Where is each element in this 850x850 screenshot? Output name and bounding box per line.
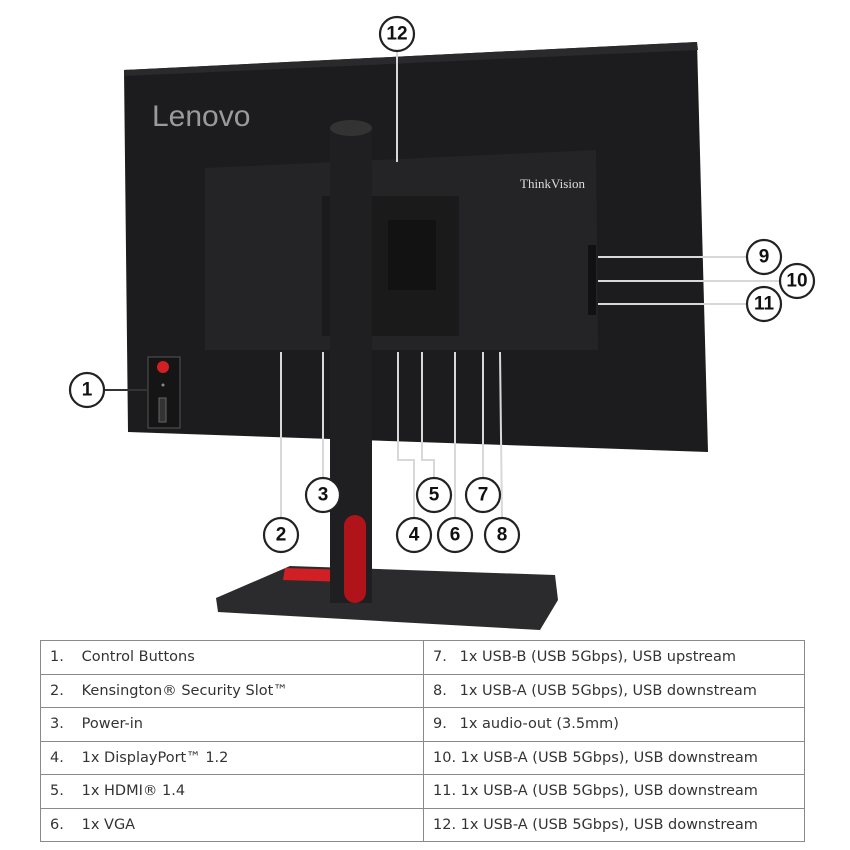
legend-number: 1.	[50, 649, 64, 666]
legend-number: 11.	[433, 783, 457, 800]
legend-number: 5.	[50, 783, 64, 800]
legend-text: Kensington® Security Slot™	[81, 682, 288, 699]
svg-text:9: 9	[759, 247, 770, 268]
svg-text:3: 3	[318, 485, 329, 506]
callout-6: 6	[436, 516, 474, 554]
callout-8: 8	[483, 516, 521, 554]
legend-number: 4.	[50, 749, 64, 766]
legend-number: 9.	[433, 716, 447, 733]
legend-number: 2.	[50, 682, 64, 699]
svg-text:12: 12	[386, 24, 407, 45]
svg-text:11: 11	[754, 294, 775, 315]
legend-number: 6.	[50, 816, 64, 833]
callout-7: 7	[464, 476, 502, 514]
leader-lines	[103, 50, 781, 520]
legend-text: Control Buttons	[81, 649, 195, 666]
legend-text: 1x USB-A (USB 5Gbps), USB downstream	[459, 682, 757, 699]
svg-text:10: 10	[786, 271, 807, 292]
legend-number: 8.	[433, 682, 447, 699]
callout-5: 5	[415, 476, 453, 514]
legend-cell: 5. 1x HDMI® 1.4	[40, 774, 424, 809]
legend-text: 1x DisplayPort™ 1.2	[81, 749, 229, 766]
callout-10: 10	[778, 262, 816, 300]
legend-cell: 1. Control Buttons	[40, 640, 424, 675]
callout-2: 2	[262, 516, 300, 554]
callout-12: 12	[378, 15, 416, 53]
callout-1: 1	[68, 371, 106, 409]
legend-cell: 10. 1x USB-A (USB 5Gbps), USB downstream	[423, 740, 805, 775]
callout-4: 4	[395, 516, 433, 554]
callout-9: 9	[745, 238, 783, 276]
thinkvision-logo: ThinkVision	[520, 176, 585, 191]
svg-text:8: 8	[497, 525, 508, 546]
legend-cell: 12. 1x USB-A (USB 5Gbps), USB downstream	[423, 807, 805, 842]
legend-cell: 8. 1x USB-A (USB 5Gbps), USB downstream	[423, 673, 805, 708]
control-buttons	[147, 356, 181, 429]
legend-text: 1x USB-A (USB 5Gbps), USB downstream	[460, 816, 758, 833]
svg-text:2: 2	[276, 525, 287, 546]
stand-base	[216, 566, 558, 630]
lenovo-logo: Lenovo	[152, 100, 250, 133]
legend-cell: 7. 1x USB-B (USB 5Gbps), USB upstream	[423, 640, 805, 675]
legend-cell: 2. Kensington® Security Slot™	[40, 673, 424, 708]
callout-3: 3	[304, 476, 342, 514]
legend-text: 1x HDMI® 1.4	[81, 783, 186, 800]
monitor-rear-illustration: Lenovo ThinkVision 1 2 3 4 5 6 7 8 9 1	[68, 15, 816, 630]
legend-text: 1x VGA	[81, 816, 136, 833]
legend-text: 1x audio-out (3.5mm)	[459, 716, 619, 733]
svg-text:1: 1	[82, 380, 93, 401]
legend-number: 7.	[433, 649, 447, 666]
svg-text:7: 7	[478, 485, 489, 506]
svg-text:6: 6	[450, 525, 461, 546]
legend-cell: 6. 1x VGA	[40, 807, 424, 842]
legend-number: 10.	[433, 749, 457, 766]
legend-cell: 3. Power-in	[40, 707, 424, 742]
legend-cell: 11. 1x USB-A (USB 5Gbps), USB downstream	[423, 774, 805, 809]
legend-number: 3.	[50, 716, 64, 733]
legend-text: 1x USB-A (USB 5Gbps), USB downstream	[460, 783, 758, 800]
legend-number: 12.	[433, 816, 457, 833]
legend-text: Power-in	[81, 716, 143, 733]
svg-text:5: 5	[429, 485, 440, 506]
legend-cell: 4. 1x DisplayPort™ 1.2	[40, 740, 424, 775]
callout-11: 11	[745, 285, 783, 323]
legend-text: 1x USB-A (USB 5Gbps), USB downstream	[460, 749, 758, 766]
legend-text: 1x USB-B (USB 5Gbps), USB upstream	[459, 649, 736, 666]
legend-cell: 9. 1x audio-out (3.5mm)	[423, 707, 805, 742]
svg-text:4: 4	[409, 525, 420, 546]
